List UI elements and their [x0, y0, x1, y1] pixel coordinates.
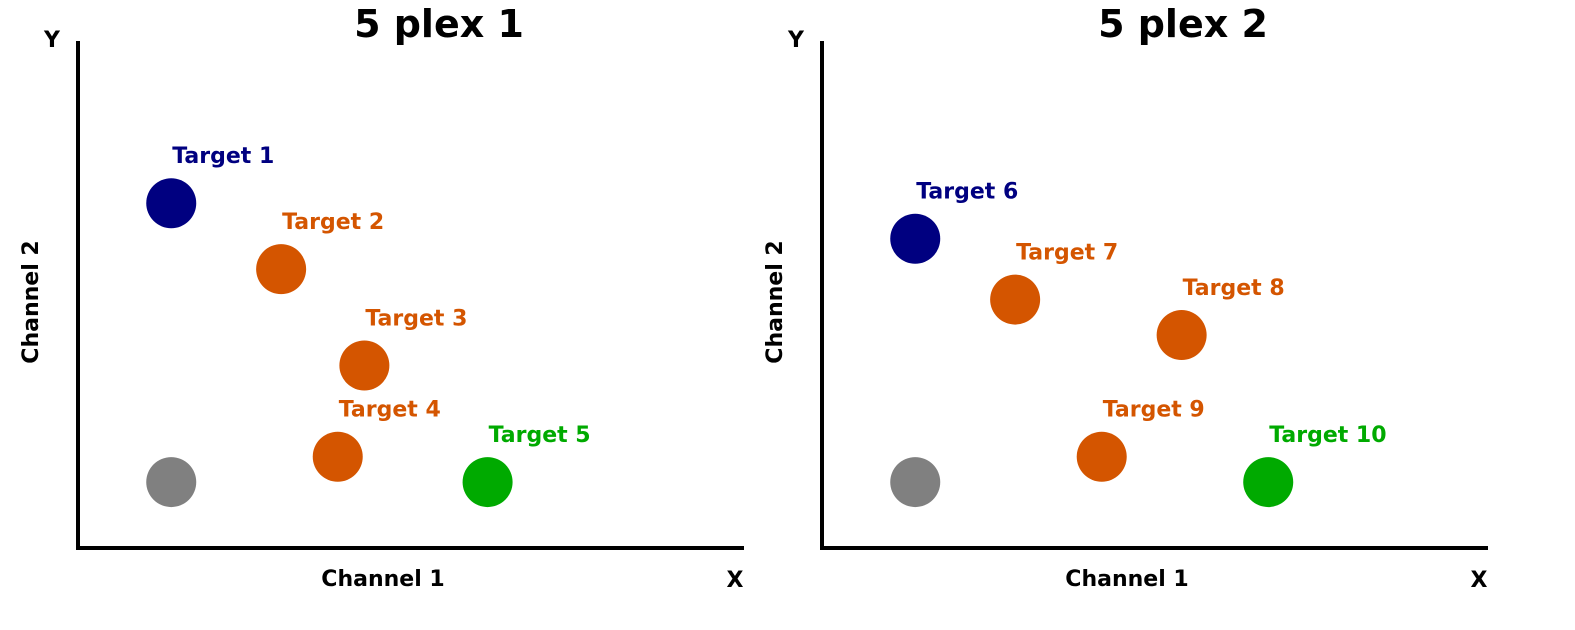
chart-title: 5 plex 1: [354, 2, 524, 46]
point-label: Target 4: [339, 398, 441, 423]
point-label: Target 10: [1269, 423, 1386, 448]
data-point: [1076, 431, 1127, 482]
point-label: Target 7: [1016, 241, 1118, 266]
data-point: [256, 244, 307, 295]
data-point: [990, 274, 1041, 325]
point-label: Target 6: [916, 180, 1018, 205]
point-label: Target 9: [1103, 398, 1205, 423]
y-axis-label: Channel 2: [19, 240, 44, 363]
x-axis-end-label: X: [1471, 568, 1488, 593]
data-point: [312, 431, 363, 482]
x-axis-end-label: X: [727, 568, 744, 593]
data-point: [1243, 457, 1294, 508]
y-axis-end-label: Y: [43, 28, 61, 53]
data-point: [339, 340, 390, 391]
data-point: [462, 457, 513, 508]
point-label: Target 8: [1183, 276, 1285, 301]
point-label: Target 3: [365, 306, 467, 331]
y-axis-label: Channel 2: [763, 240, 788, 363]
data-point: [890, 213, 941, 264]
point-label: Target 1: [172, 144, 274, 169]
chart-title: 5 plex 2: [1098, 2, 1268, 46]
data-point: [1156, 310, 1207, 361]
point-label: Target 5: [489, 423, 591, 448]
data-point: [890, 457, 941, 508]
x-axis-label: Channel 1: [321, 567, 444, 592]
x-axis-label: Channel 1: [1065, 567, 1188, 592]
data-point: [146, 178, 197, 229]
y-axis-end-label: Y: [787, 28, 805, 53]
point-label: Target 2: [282, 210, 384, 235]
data-point: [146, 457, 197, 508]
